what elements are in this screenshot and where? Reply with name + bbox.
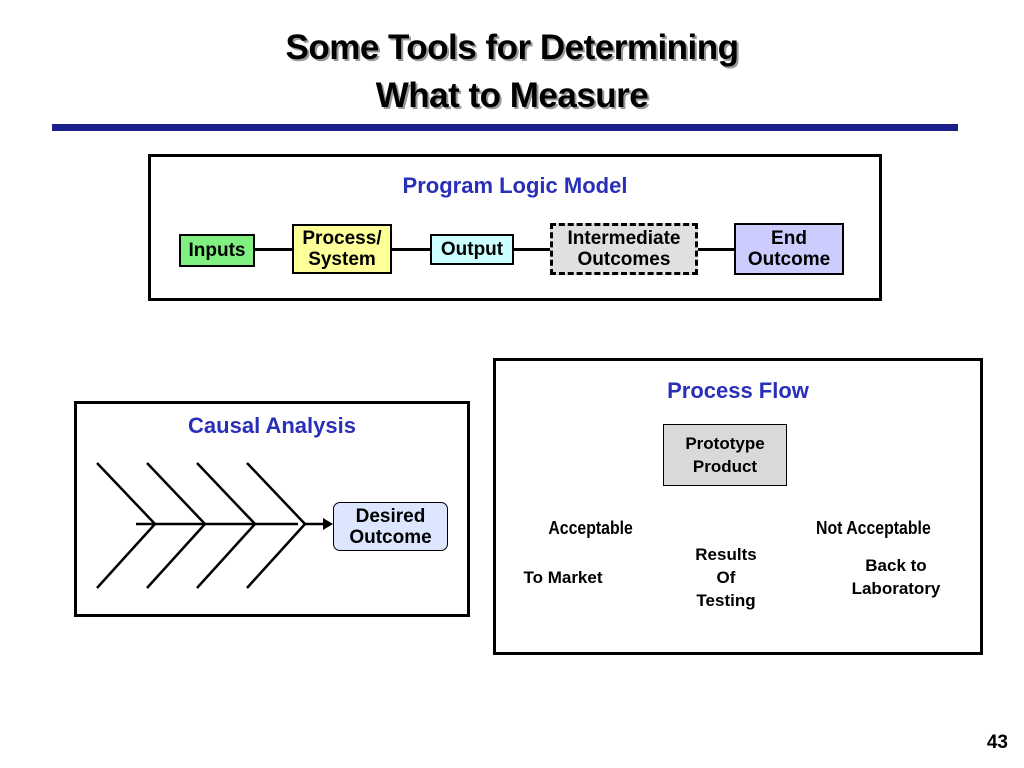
back-to-line1: Back to bbox=[865, 556, 927, 575]
end-outcome-label-line2: Outcome bbox=[747, 249, 831, 270]
decision-line1: Results bbox=[695, 545, 757, 564]
intermediate-label-line1: Intermediate bbox=[567, 228, 681, 249]
acceptable-label: Acceptable bbox=[548, 518, 633, 538]
prototype-line2: Product bbox=[692, 457, 758, 476]
prototype-line1: Prototype bbox=[685, 434, 765, 453]
desired-outcome-node: Desired Outcome bbox=[333, 502, 448, 551]
output-node: Output bbox=[430, 234, 514, 265]
logic-connector bbox=[696, 248, 736, 251]
desired-outcome-line2: Outcome bbox=[349, 526, 432, 548]
process-flow-panel: Process Flow bbox=[493, 358, 983, 655]
process-system-node: Process/ System bbox=[292, 224, 392, 274]
to-market-label: To Market bbox=[523, 568, 603, 587]
desired-outcome-line1: Desired bbox=[355, 505, 426, 527]
decision-line2: Of bbox=[716, 568, 736, 587]
process-label-line2: System bbox=[308, 249, 376, 270]
back-to-line2: Laboratory bbox=[851, 579, 941, 598]
end-outcome-node: End Outcome bbox=[734, 223, 844, 275]
slide-title-line-1: Some Tools for Determining bbox=[285, 28, 739, 67]
logic-connector bbox=[391, 248, 432, 251]
not-acceptable-label: Not Acceptable bbox=[816, 518, 931, 538]
logic-connector bbox=[254, 248, 294, 251]
intermediate-label-line2: Outcomes bbox=[577, 249, 671, 270]
process-flow-title: Process Flow bbox=[667, 378, 809, 403]
inputs-node: Inputs bbox=[179, 234, 255, 267]
prototype-product-node: Prototype Product bbox=[663, 424, 787, 486]
logic-connector bbox=[512, 248, 552, 251]
process-label-line1: Process/ bbox=[302, 228, 382, 249]
intermediate-outcomes-node: Intermediate Outcomes bbox=[550, 223, 698, 275]
causal-analysis-title: Causal Analysis bbox=[188, 413, 356, 438]
slide-title-line-2: What to Measure bbox=[375, 76, 649, 115]
inputs-label: Inputs bbox=[188, 240, 246, 261]
page-number: 43 bbox=[986, 732, 1008, 753]
output-label: Output bbox=[440, 239, 504, 260]
decision-text: Results Of Testing bbox=[676, 543, 776, 612]
end-outcome-label-line1: End bbox=[771, 228, 807, 249]
back-to-laboratory-text: Back to Laboratory bbox=[834, 554, 958, 600]
decision-line3: Testing bbox=[696, 591, 756, 610]
title-divider bbox=[52, 124, 958, 131]
logic-model-title: Program Logic Model bbox=[402, 173, 628, 198]
